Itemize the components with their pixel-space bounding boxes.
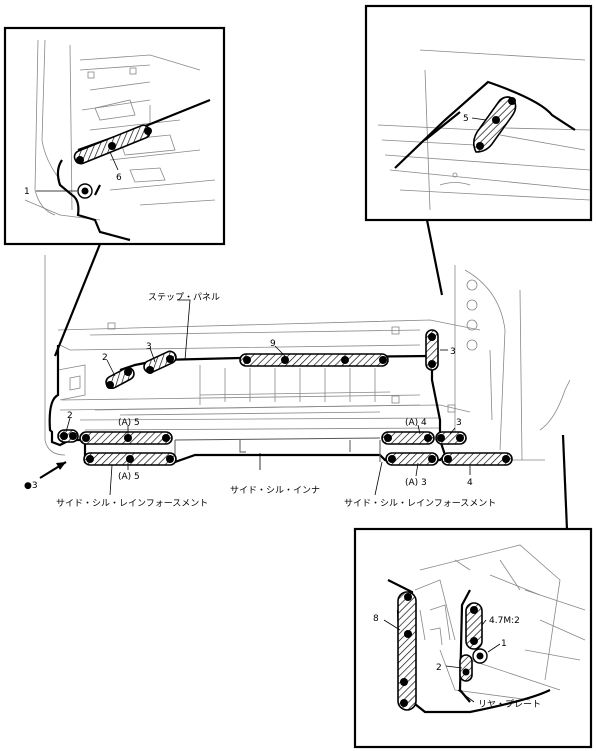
label-2-lower: 2 xyxy=(67,411,73,421)
weld-strip-9 xyxy=(239,353,389,367)
label-a3: (A) 3 xyxy=(405,478,427,488)
inset-1 xyxy=(3,26,226,246)
main-view xyxy=(39,255,571,479)
inset-3 xyxy=(353,527,593,749)
label-2-upper: 2 xyxy=(102,353,108,363)
label-4: 4 xyxy=(467,478,473,488)
weld-strip-4 xyxy=(441,452,513,466)
weld-strip-top-right xyxy=(425,329,439,371)
label-3-upper: 3 xyxy=(146,342,152,352)
inset-connector-1 xyxy=(53,243,102,357)
label-side-sill-reinf-left: サイド・シル・レインフォースメント xyxy=(56,498,208,509)
label-side-sill-reinf-right: サイド・シル・レインフォースメント xyxy=(344,498,496,509)
inset3-label-torque: 4.7M:2 xyxy=(489,616,520,626)
inset3-label-2: 2 xyxy=(436,663,442,673)
inset3-label-8: 8 xyxy=(373,614,379,624)
label-9: 9 xyxy=(270,339,276,349)
label-a5-top: (A) 5 xyxy=(118,418,140,428)
inset3-label-rear-plate: リヤ・プレート xyxy=(478,699,541,710)
label-a4: (A) 4 xyxy=(405,418,427,428)
label-step-panel: ステップ・パネル xyxy=(148,292,220,303)
inset1-label-6: 6 xyxy=(116,173,122,183)
label-a5-bot: (A) 5 xyxy=(118,472,140,482)
label-3-right-top: 3 xyxy=(450,347,456,357)
inset-connector-3 xyxy=(561,434,569,531)
label-3-right-mid: 3 xyxy=(456,418,462,428)
inset-2 xyxy=(364,4,593,222)
labels: ステップ・パネル 9 2 3 3 2 (A) 5 (A) 5 ●3 サイド・シル… xyxy=(24,114,541,710)
label-dot3: ●3 xyxy=(24,481,38,491)
inset1-label-1: 1 xyxy=(24,187,30,197)
leader-lines xyxy=(65,299,471,496)
inset-connector-2 xyxy=(425,219,444,296)
inset3-label-1: 1 xyxy=(501,639,507,649)
weld-strip-a4 xyxy=(381,431,435,445)
weld-strip-a3 xyxy=(385,452,439,466)
label-side-sill-inner: サイド・シル・インナ xyxy=(230,485,320,496)
inset2-label-5: 5 xyxy=(463,114,469,124)
